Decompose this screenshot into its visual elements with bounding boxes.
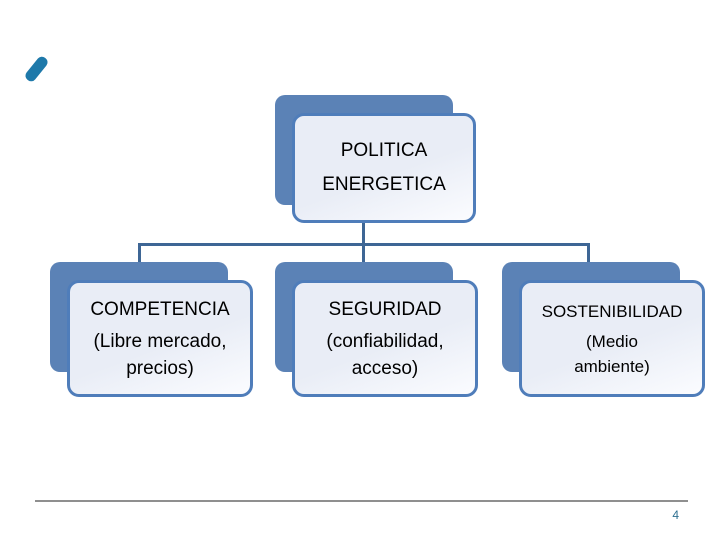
node-front-panel: COMPETENCIA (Libre mercado, precios) (67, 280, 253, 397)
node-front-panel: SOSTENIBILIDAD (Medio ambiente) (519, 280, 705, 397)
node-title: COMPETENCIA (90, 299, 230, 320)
page-number: 4 (672, 508, 679, 522)
node-sostenibilidad[interactable]: SOSTENIBILIDAD (Medio ambiente) (502, 262, 706, 398)
connector-drop-left (138, 243, 141, 264)
node-subtitle: (Libre mercado, precios) (93, 331, 227, 379)
connector-drop-right (587, 243, 590, 264)
node-title: SOSTENIBILIDAD (541, 302, 683, 321)
connector-root-stem (362, 223, 365, 244)
node-title: SEGURIDAD (328, 299, 442, 320)
node-competencia[interactable]: COMPETENCIA (Libre mercado, precios) (50, 262, 254, 398)
node-politica-energetica[interactable]: POLITICA ENERGETICA (275, 95, 477, 223)
node-seguridad[interactable]: SEGURIDAD (confiabilidad, acceso) (275, 262, 479, 398)
footer-divider (35, 500, 688, 502)
node-subtitle: (confiabilidad, acceso) (326, 331, 444, 379)
node-front-panel: POLITICA ENERGETICA (292, 113, 476, 223)
node-front-panel: SEGURIDAD (confiabilidad, acceso) (292, 280, 478, 397)
node-subtitle: (Medio ambiente) (574, 332, 650, 376)
node-title: POLITICA ENERGETICA (322, 140, 446, 195)
connector-drop-middle (362, 243, 365, 264)
accent-mark-icon (23, 54, 50, 84)
